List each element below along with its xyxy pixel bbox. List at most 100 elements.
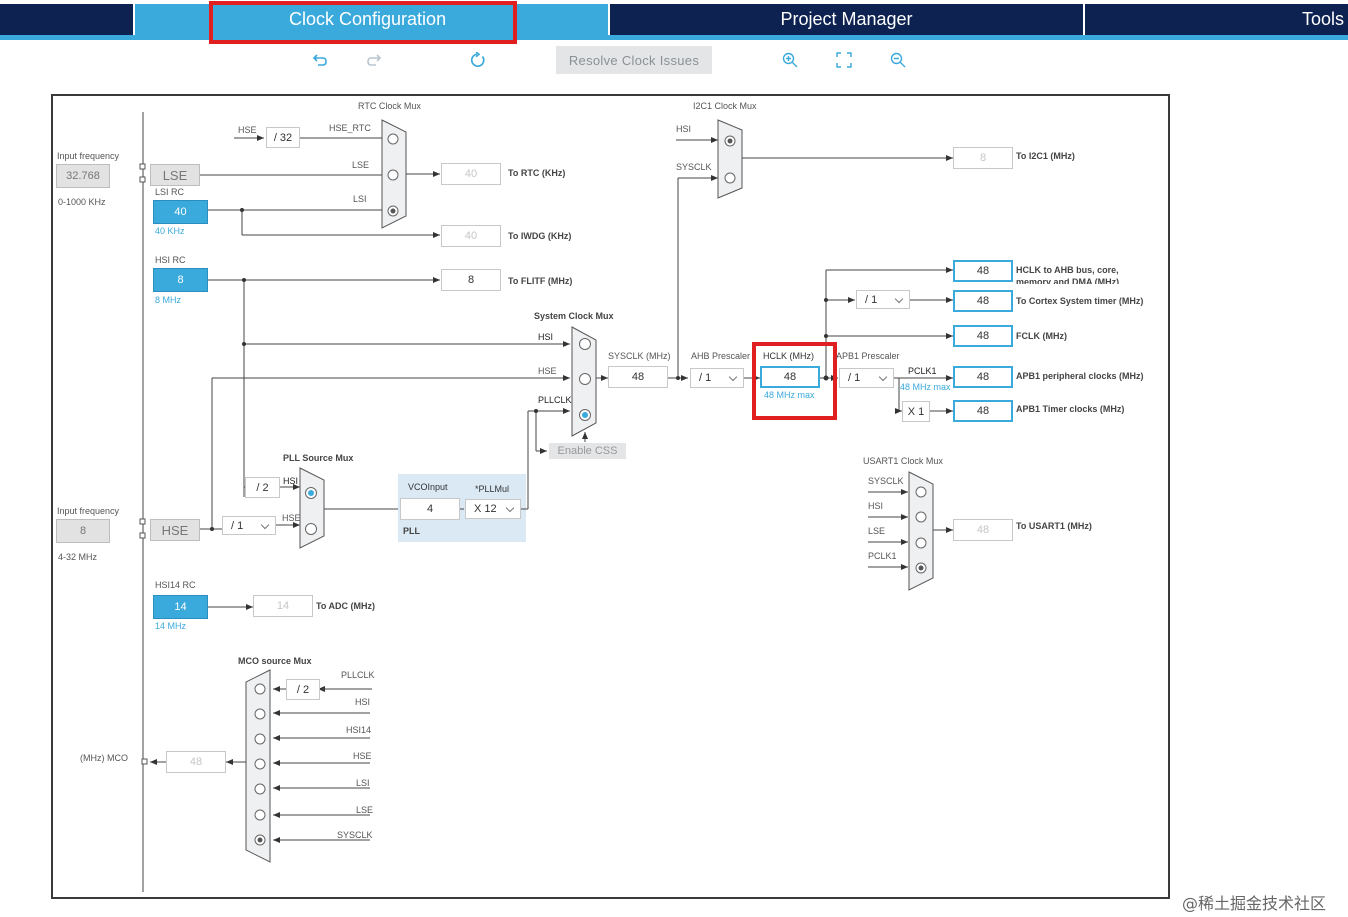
tab-underline xyxy=(0,35,1348,40)
rtc-hse-rtc-label: HSE_RTC xyxy=(329,123,371,133)
usart1-output-value[interactable]: 48 xyxy=(953,519,1013,541)
apb1-prescaler-dropdown[interactable]: / 1 xyxy=(839,368,894,388)
pll-source-mux-title: PLL Source Mux xyxy=(283,453,354,463)
tab-project-manager[interactable]: Project Manager xyxy=(610,4,1083,35)
lse-input-frequency-label: Input frequency xyxy=(57,151,120,161)
zoom-in-icon[interactable] xyxy=(780,50,800,70)
usart1-output-label: To USART1 (MHz) xyxy=(1016,521,1092,531)
usart1-hsi-label: HSI xyxy=(868,501,884,511)
tab-project-label: Project Manager xyxy=(780,9,913,29)
lse-block[interactable]: LSE xyxy=(150,164,200,186)
mco-output-value[interactable]: 48 xyxy=(166,751,226,773)
tab-clock-label: Clock Configuration xyxy=(289,9,447,29)
usart1-lse-label: LSE xyxy=(868,526,886,536)
hclk-ahb-output-label: HCLK to AHB bus, core, memory and DMA (M… xyxy=(1016,265,1120,284)
mco-input-hsi14: HSI14 xyxy=(346,725,372,735)
hse-frequency-input[interactable]: 8 xyxy=(56,519,110,543)
hclk-input[interactable]: 48 xyxy=(760,366,820,388)
tab-tools[interactable]: Tools xyxy=(1085,4,1348,35)
flitf-output-value[interactable]: 8 xyxy=(441,269,501,291)
pclk1-max-label: 48 MHz max xyxy=(900,382,951,392)
tab-tools-label: Tools xyxy=(1301,9,1344,29)
i2c1-clock-mux[interactable] xyxy=(718,120,742,198)
top-tab-bar: Clock Configuration Project Manager Tool… xyxy=(0,0,1348,40)
hsi-rc-block: 8 xyxy=(153,268,208,292)
adc-output-value[interactable]: 14 xyxy=(253,595,313,617)
iwdg-output-value[interactable]: 40 xyxy=(441,225,501,247)
apb1-peripheral-output-value[interactable]: 48 xyxy=(953,366,1013,388)
clock-tree-canvas xyxy=(51,94,1170,899)
vco-input-value: 4 xyxy=(400,498,460,520)
lse-range-label: 0-1000 KHz xyxy=(58,197,106,207)
watermark-text: @稀土掘金技术社区 xyxy=(1182,894,1327,913)
system-clock-mux[interactable] xyxy=(572,327,596,436)
fit-screen-icon[interactable] xyxy=(834,50,854,70)
refresh-icon[interactable] xyxy=(468,50,488,70)
sysmux-hsi-label: HSI xyxy=(538,332,554,342)
cortex-timer-divider-dropdown[interactable]: / 1 xyxy=(856,290,910,309)
tab-clock-configuration[interactable]: Clock Configuration xyxy=(135,4,608,35)
mco-pll-divider: / 2 xyxy=(286,679,320,700)
apb1-prescaler-label: APB1 Prescaler xyxy=(836,351,900,361)
lsi-rc-frequency: 40 KHz xyxy=(155,226,185,236)
mco-input-hsi: HSI xyxy=(355,697,371,707)
enable-css-button[interactable]: Enable CSS xyxy=(549,443,626,459)
lsi-rc-block: 40 xyxy=(153,200,208,224)
sysclk-label: SYSCLK (MHz) xyxy=(608,351,671,361)
resolve-clock-issues-button[interactable]: Resolve Clock Issues xyxy=(556,46,712,74)
pll-mul-dropdown[interactable]: X 12 xyxy=(465,499,521,519)
hclk-ahb-output-value[interactable]: 48 xyxy=(953,260,1013,282)
zoom-out-icon[interactable] xyxy=(888,50,908,70)
cortex-timer-output-value[interactable]: 48 xyxy=(953,290,1013,312)
rtc-clock-mux[interactable] xyxy=(382,120,406,228)
hsi14-rc-label: HSI14 RC xyxy=(155,580,196,590)
undo-icon[interactable] xyxy=(310,50,330,70)
rtc-output-value[interactable]: 40 xyxy=(441,163,501,185)
hse-range-label: 4-32 MHz xyxy=(58,552,98,562)
lsi-rc-label: LSI RC xyxy=(155,187,185,197)
apb1-peripheral-output-label: APB1 peripheral clocks (MHz) xyxy=(1016,371,1144,381)
pll-hse-label: HSE xyxy=(282,513,301,523)
pll-source-mux[interactable] xyxy=(300,468,324,548)
hse-input-frequency-label: Input frequency xyxy=(57,506,120,516)
hse-prediv-dropdown[interactable]: / 1 xyxy=(222,516,276,535)
hse-block[interactable]: HSE xyxy=(150,519,200,541)
rtc-lsi-label: LSI xyxy=(353,194,367,204)
i2c1-output-value[interactable]: 8 xyxy=(953,147,1013,169)
mco-mux-title: MCO source Mux xyxy=(238,656,312,666)
apb1-timer-output-label: APB1 Timer clocks (MHz) xyxy=(1016,404,1125,414)
vco-input-label: VCOInput xyxy=(408,482,448,492)
usart1-clock-mux[interactable] xyxy=(909,472,933,590)
usart1-sysclk-label: SYSCLK xyxy=(868,476,904,486)
adc-output-label: To ADC (MHz) xyxy=(316,601,375,611)
fclk-output-value[interactable]: 48 xyxy=(953,325,1013,347)
pll-hsi-label: HSI xyxy=(283,476,299,486)
rtc-lse-label: LSE xyxy=(352,160,370,170)
pll-label: PLL xyxy=(403,526,420,536)
pll-hsi-divider: / 2 xyxy=(245,477,280,498)
apb1-timer-output-value[interactable]: 48 xyxy=(953,400,1013,422)
mco-source-mux[interactable] xyxy=(246,670,270,862)
i2c1-mux-title: I2C1 Clock Mux xyxy=(693,101,757,111)
mco-input-lse: LSE xyxy=(356,805,374,815)
ahb-prescaler-dropdown[interactable]: / 1 xyxy=(690,368,744,388)
sysmux-pllclk-label: PLLCLK xyxy=(538,395,572,405)
highlight-box-hclk xyxy=(752,342,837,420)
fclk-output-label: FCLK (MHz) xyxy=(1016,331,1067,341)
iwdg-output-label: To IWDG (KHz) xyxy=(508,231,572,241)
cortex-timer-output-label: To Cortex System timer (MHz) xyxy=(1016,296,1144,306)
tab-pinout[interactable] xyxy=(0,4,133,35)
i2c1-hsi-label: HSI xyxy=(676,124,692,134)
hclk-label: HCLK (MHz) xyxy=(763,351,814,361)
redo-icon[interactable] xyxy=(364,50,384,70)
ahb-prescaler-label: AHB Prescaler xyxy=(691,351,751,361)
i2c1-sysclk-label: SYSCLK xyxy=(676,162,712,172)
flitf-output-label: To FLITF (MHz) xyxy=(508,276,573,286)
lse-frequency-input[interactable]: 32.768 xyxy=(56,164,110,188)
hclk-max-label: 48 MHz max xyxy=(764,390,815,400)
usart1-pclk1-label: PCLK1 xyxy=(868,551,897,561)
pll-mul-label: *PLLMul xyxy=(475,484,510,494)
sysclk-value[interactable]: 48 xyxy=(608,366,668,388)
rtc-hse-label: HSE xyxy=(238,125,257,135)
